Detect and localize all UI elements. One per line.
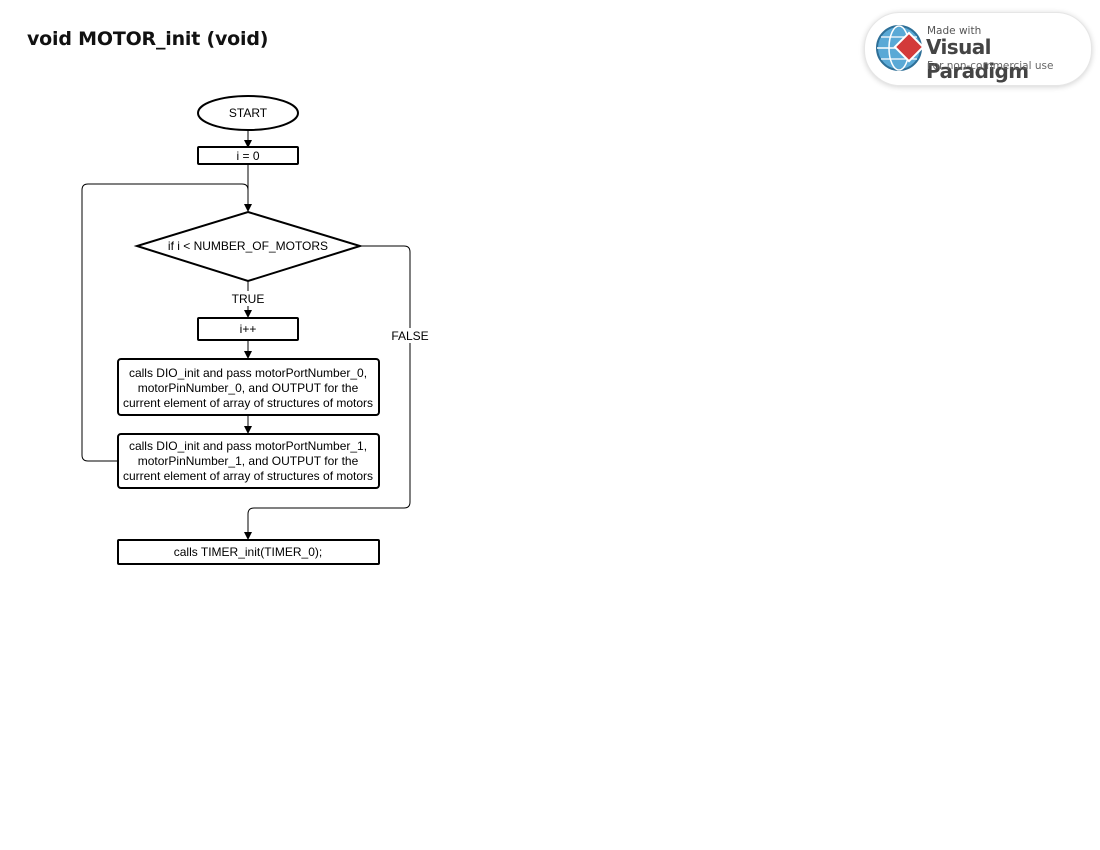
- call1-line-2: motorPinNumber_0, and OUTPUT for the: [138, 381, 359, 395]
- call1-process[interactable]: [117, 358, 380, 416]
- visual-paradigm-badge[interactable]: Made with Visual Paradigm For non-commer…: [864, 12, 1092, 86]
- call2-process[interactable]: [117, 433, 380, 489]
- increment-process[interactable]: [197, 317, 299, 341]
- call1-line-1: calls DIO_init and pass motorPortNumber_…: [129, 366, 367, 380]
- call2-line-2: motorPinNumber_1, and OUTPUT for the: [138, 454, 359, 468]
- page-title: void MOTOR_init (void): [27, 28, 269, 50]
- increment-label: i++: [240, 322, 257, 336]
- start-label: START: [229, 106, 268, 120]
- decision-label: if i < NUMBER_OF_MOTORS: [168, 239, 328, 253]
- true-label-bg: [230, 291, 266, 306]
- call2-line-1: calls DIO_init and pass motorPortNumber_…: [129, 439, 367, 453]
- false-label: FALSE: [391, 329, 428, 343]
- timer-label: calls TIMER_init(TIMER_0);: [174, 545, 322, 559]
- visual-paradigm-logo-icon: [876, 25, 925, 71]
- call1-line-3: current element of array of structures o…: [123, 396, 373, 410]
- badge-made-with: Made with: [927, 25, 982, 37]
- start-terminal[interactable]: [197, 95, 299, 131]
- false-label-bg: [390, 328, 430, 343]
- init-process[interactable]: [197, 146, 299, 165]
- edge-false-timer: [244, 245, 411, 540]
- badge-subtitle: For non-commercial use: [927, 60, 1054, 72]
- call2-line-3: current element of array of structures o…: [123, 469, 373, 483]
- decision-diamond[interactable]: [133, 210, 364, 283]
- badge-brand: Visual Paradigm: [926, 35, 1029, 83]
- true-label: TRUE: [232, 292, 265, 306]
- init-label: i = 0: [236, 149, 259, 163]
- edge-loop-back: [81, 183, 249, 462]
- connectors: [81, 131, 411, 540]
- timer-process[interactable]: [117, 539, 380, 565]
